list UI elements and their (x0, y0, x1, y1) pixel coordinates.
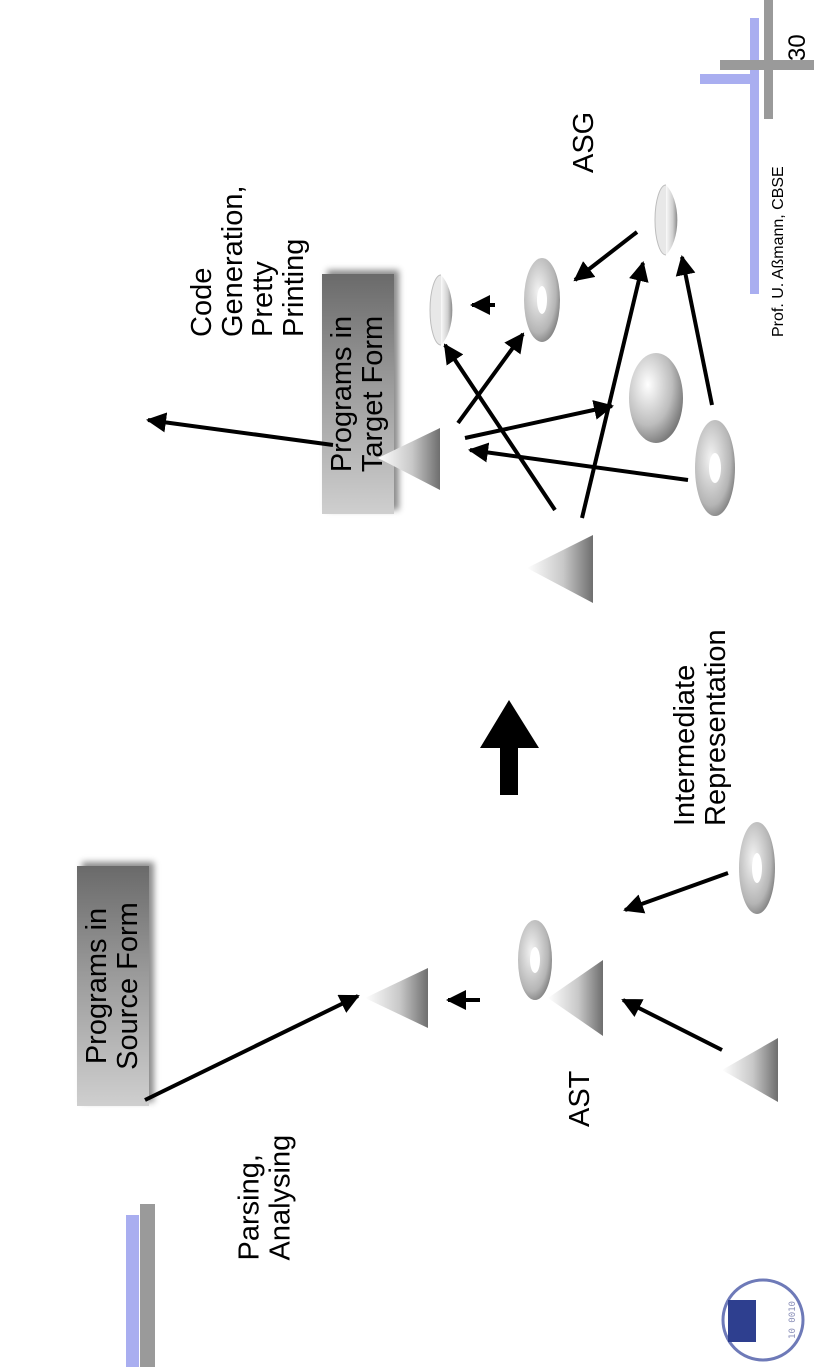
left-gray-bar (140, 1204, 155, 1367)
ast-cone-node-1 (365, 968, 428, 1028)
right-lavender-hbar (700, 74, 758, 84)
asg-edge-7 (443, 343, 557, 512)
svg-text:10 0010: 10 0010 (788, 1301, 798, 1339)
asg-torus-node-1 (524, 258, 560, 342)
asg-edge-6 (468, 442, 689, 482)
arrow-source-to-ast (144, 994, 360, 1102)
asg-torus-node-2 (695, 420, 735, 516)
asg-hemisphere-node-1 (441, 275, 453, 345)
asg-edge-3 (675, 255, 714, 406)
left-lavender-bar (126, 1215, 139, 1367)
ast-edge-2 (623, 871, 729, 914)
right-gray-hbar (720, 60, 814, 70)
st-logo: 10 0010 (721, 1278, 805, 1362)
asg-cone-node-2 (527, 535, 593, 603)
ast-edge-3 (621, 998, 723, 1052)
st-logo-mark (728, 1300, 756, 1342)
right-lavender-vbar (750, 18, 759, 294)
transform-arrow (480, 700, 539, 795)
asg-sphere-node (629, 353, 683, 443)
asg-edge-4 (456, 332, 525, 425)
ast-cone-node-3 (722, 1038, 778, 1102)
asg-edge-8 (580, 261, 649, 519)
asg-cone-node-1 (378, 428, 440, 490)
asg-hemisphere-node-2 (666, 185, 678, 255)
asg-edge-2 (573, 230, 639, 282)
ast-torus-node-2 (739, 822, 775, 914)
ast-cone-node-2 (548, 960, 603, 1036)
arrow-asg-to-target (146, 412, 334, 447)
right-gray-vbar (764, 0, 773, 119)
asg-edge-5 (464, 400, 614, 440)
ast-torus-node-1 (518, 920, 552, 1000)
